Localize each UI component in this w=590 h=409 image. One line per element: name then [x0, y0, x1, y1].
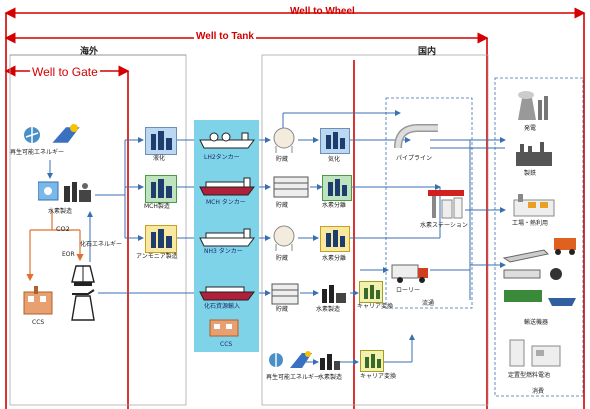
h2-production-domestic-label-2: 水素製造 — [318, 374, 343, 381]
nh3-tanker-label: NH3 タンカー — [204, 248, 243, 255]
mch-production-tile — [145, 175, 177, 203]
h2-separation-label-1: 水素分離 — [322, 202, 347, 209]
lh2-tanker-icon — [198, 130, 256, 156]
renewable-domestic-icons — [268, 350, 314, 370]
renewable-label: 再生可能エネルギー — [10, 149, 65, 156]
h2-production-label: 水素製造 — [48, 208, 73, 215]
steel-mill-icon — [514, 142, 554, 168]
lorry-icon — [390, 262, 430, 284]
h2-separation-tile-1 — [322, 175, 352, 201]
ccs-domestic-label: CCS — [220, 341, 233, 348]
gasification-tile — [320, 128, 350, 154]
renewable-domestic-label: 再生可能エネルギー — [266, 374, 321, 381]
steel-label: 製鉄 — [524, 170, 537, 177]
pipeline-icon — [394, 122, 440, 152]
stationary-fc-icon — [508, 338, 564, 368]
h2-production-domestic-icon-2 — [318, 352, 342, 372]
mch-production-label: MCH製造 — [144, 203, 170, 210]
factory-label: 工場・熱利用 — [512, 220, 549, 227]
storage-sphere-icon — [270, 126, 298, 154]
liquefaction-label: 液化 — [153, 155, 166, 162]
well-to-tank-label: Well to Tank — [194, 31, 256, 42]
consumption-label: 消費 — [532, 388, 545, 395]
mch-tanker-icon — [198, 177, 256, 203]
ccs-domestic-icon — [208, 314, 240, 338]
carrier-conversion-tile-2 — [360, 350, 384, 372]
fossil-import-label: 化石資源輸入 — [204, 303, 241, 310]
h2-station-label: 水素ステーション — [420, 222, 468, 229]
h2-production-domestic-label: 水素製造 — [316, 306, 341, 313]
well-to-gate-label: Well to Gate — [30, 65, 100, 79]
mch-tanker-label: MCH タンカー — [206, 199, 246, 206]
overseas-label: 海外 — [80, 47, 99, 57]
renewable-icons — [22, 123, 82, 145]
carrier-conversion-label-2: キャリア変換 — [360, 373, 397, 380]
storage-label-4: 貯蔵 — [276, 306, 289, 313]
storage-label-2: 貯蔵 — [276, 202, 289, 209]
h2-station-icon — [426, 186, 466, 220]
factory-icon — [512, 192, 556, 218]
h2-separation-label-2: 水素分離 — [322, 255, 347, 262]
lh2-tanker-label: LH2タンカー — [204, 154, 240, 161]
power-plant-icon — [512, 90, 552, 122]
storage-label-1: 貯蔵 — [276, 156, 289, 163]
ammonia-production-tile — [145, 225, 177, 253]
oil-rig-icon — [68, 264, 98, 322]
storage-sphere-icon-2 — [270, 224, 298, 252]
storage-tank-icon — [272, 173, 310, 199]
transport-label: 輸送機器 — [524, 319, 549, 326]
ammonia-production-label: アンモニア製造 — [136, 253, 178, 260]
liquefaction-tile — [145, 127, 177, 155]
nh3-tanker-icon — [198, 228, 256, 254]
storage-label-3: 貯蔵 — [276, 255, 289, 262]
co2-label: CO2 — [56, 225, 70, 233]
fossil-import-ship-icon — [198, 282, 256, 308]
distribution-label: 流通 — [422, 300, 435, 307]
lorry-label: ローリー — [396, 287, 421, 294]
fossil-energy-label: 化石エネルギー — [80, 241, 123, 248]
h2-production-icon — [38, 178, 98, 206]
ccs-overseas-icon — [22, 284, 54, 316]
carrier-conversion-tile-1 — [359, 281, 383, 303]
well-to-wheel-label: Well to Wheel — [290, 6, 355, 17]
h2-separation-tile-2 — [320, 226, 350, 252]
transport-icons — [500, 236, 580, 312]
h2-production-domestic-icon — [318, 281, 350, 305]
pipeline-label: パイプライン — [396, 155, 433, 162]
storage-tank-icon-2 — [270, 280, 300, 306]
carrier-conversion-label-1: キャリア変換 — [357, 303, 394, 310]
eor-label: EOR — [62, 251, 75, 258]
stationary-fc-label: 定置型燃料電池 — [508, 372, 551, 379]
domestic-label: 国内 — [418, 47, 437, 57]
gasification-label: 気化 — [328, 156, 341, 163]
power-label: 発電 — [524, 125, 537, 132]
ccs-overseas-label: CCS — [32, 319, 45, 326]
